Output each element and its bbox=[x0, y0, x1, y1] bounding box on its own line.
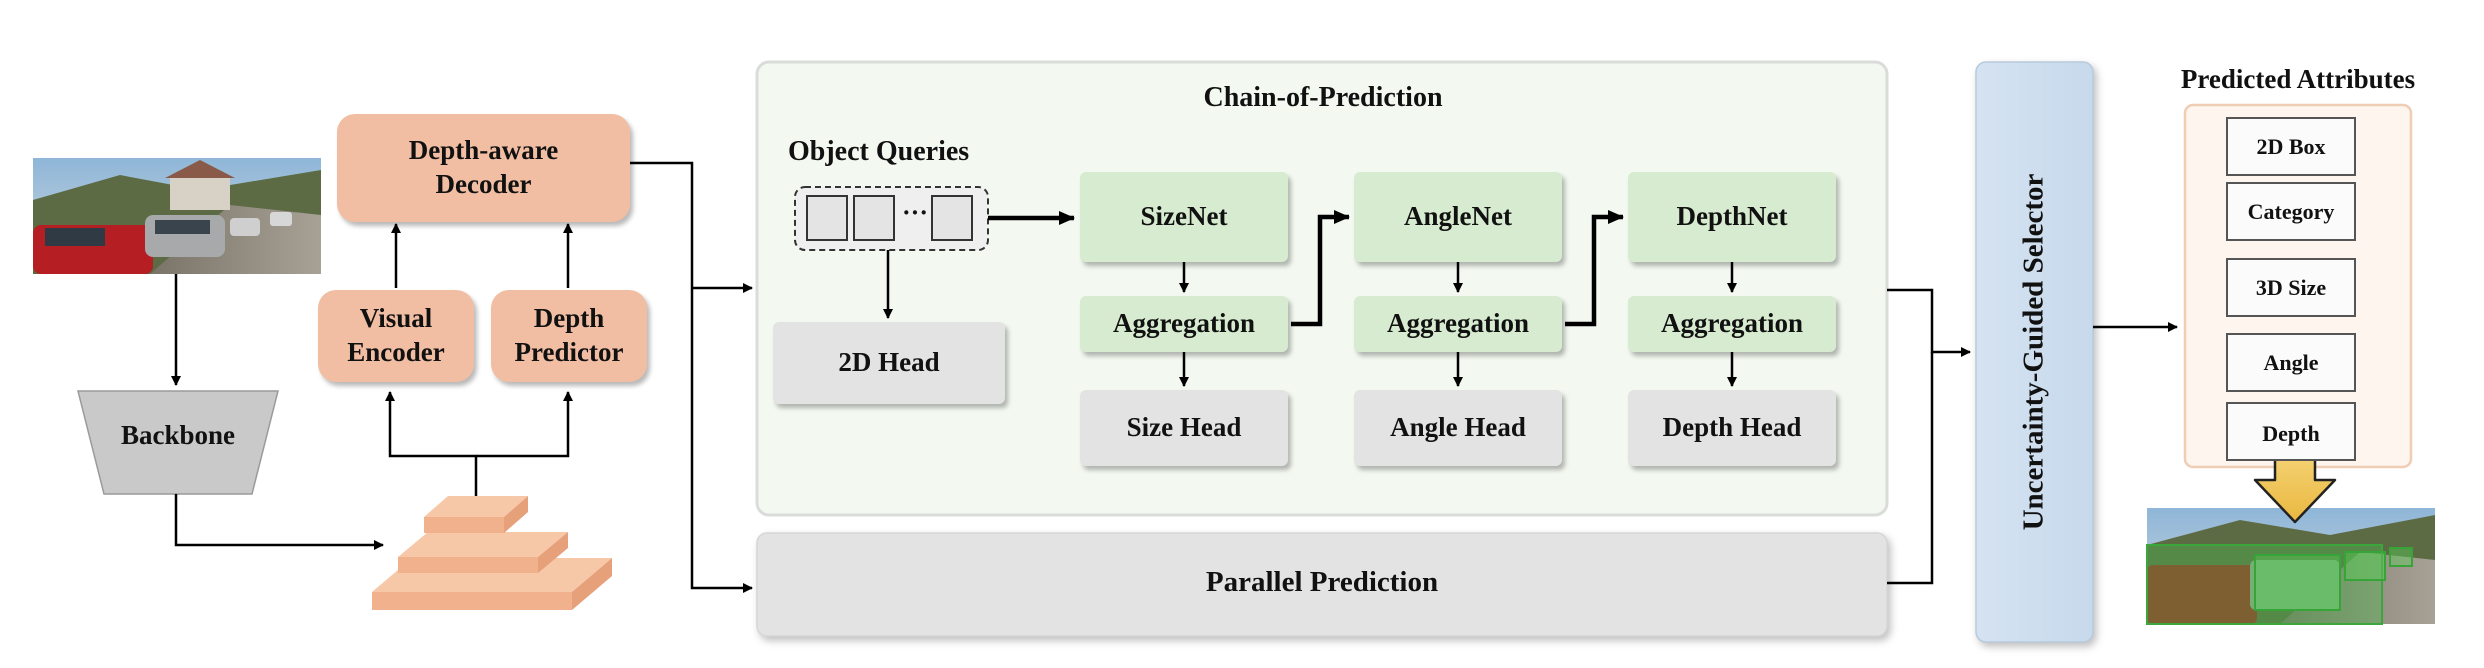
visual-encoder: Visual Encoder bbox=[318, 290, 474, 382]
uncertainty-selector-label: Uncertainty-Guided Selector bbox=[2017, 173, 2050, 531]
attr-depth-label: Depth bbox=[2262, 421, 2320, 446]
backbone: Backbone bbox=[90, 400, 266, 472]
attr-category: Category bbox=[2226, 182, 2356, 241]
chain-of-prediction-title: Chain-of-Prediction bbox=[1203, 82, 1443, 113]
size-head: Size Head bbox=[1080, 390, 1288, 466]
object-queries-label: Object Queries bbox=[788, 136, 970, 167]
attr-3d-size-label: 3D Size bbox=[2255, 274, 2327, 300]
depth-aware-decoder: Depth-aware Decoder bbox=[337, 114, 630, 222]
aggregation-angle-label: Aggregation bbox=[1387, 308, 1529, 339]
depth-head: Depth Head bbox=[1628, 390, 1836, 466]
backbone-label: Backbone bbox=[120, 420, 236, 451]
aggregation-depth: Aggregation bbox=[1628, 296, 1836, 352]
attr-angle-label: Angle bbox=[2263, 349, 2319, 375]
aggregation-size-label: Aggregation bbox=[1113, 308, 1255, 339]
depth-head-label: Depth Head bbox=[1662, 412, 1802, 443]
parallel-prediction-label: Parallel Prediction bbox=[1205, 566, 1439, 598]
attr-category-label: Category bbox=[2247, 198, 2335, 224]
feature-pyramid bbox=[372, 496, 612, 610]
anglenet: AngleNet bbox=[1354, 172, 1562, 262]
input-street-image bbox=[33, 158, 321, 274]
uncertainty-selector-bar bbox=[1975, 61, 2094, 643]
object-queries-ellipsis: ··· bbox=[902, 198, 929, 227]
attr-angle: Angle bbox=[2226, 333, 2356, 392]
visual-encoder-label: Visual Encoder bbox=[347, 303, 445, 367]
depthnet-label: DepthNet bbox=[1676, 201, 1788, 232]
object-queries-group bbox=[794, 186, 989, 251]
chain-connectors bbox=[988, 210, 1624, 327]
depth-predictor-label: Depth Predictor bbox=[514, 303, 624, 367]
sizenet-label: SizeNet bbox=[1140, 201, 1228, 232]
aggregation-size: Aggregation bbox=[1080, 296, 1288, 352]
anglenet-label: AngleNet bbox=[1404, 201, 1512, 232]
backbone-shape bbox=[77, 390, 279, 495]
angle-head: Angle Head bbox=[1354, 390, 1562, 466]
size-head-label: Size Head bbox=[1126, 412, 1242, 443]
depth-aware-decoder-label: Depth-aware Decoder bbox=[408, 135, 559, 199]
predicted-attributes-title: Predicted Attributes bbox=[2180, 64, 2416, 94]
angle-head-label: Angle Head bbox=[1390, 412, 1526, 443]
attr-2d-box-label: 2D Box bbox=[2256, 133, 2326, 159]
depthnet: DepthNet bbox=[1628, 172, 1836, 262]
sizenet: SizeNet bbox=[1080, 172, 1288, 262]
attr-depth: Depth bbox=[2226, 402, 2356, 461]
parallel-prediction-bar bbox=[756, 532, 1888, 637]
attr-2d-box: 2D Box bbox=[2226, 117, 2356, 176]
aggregation-depth-label: Aggregation bbox=[1661, 308, 1803, 339]
connector-lines bbox=[171, 161, 2178, 593]
2d-head-label: 2D Head bbox=[838, 347, 940, 378]
output-detection-image bbox=[2146, 508, 2435, 625]
aggregation-angle: Aggregation bbox=[1354, 296, 1562, 352]
2d-head: 2D Head bbox=[773, 322, 1005, 404]
depth-predictor: Depth Predictor bbox=[491, 290, 647, 382]
attr-3d-size: 3D Size bbox=[2226, 258, 2356, 317]
